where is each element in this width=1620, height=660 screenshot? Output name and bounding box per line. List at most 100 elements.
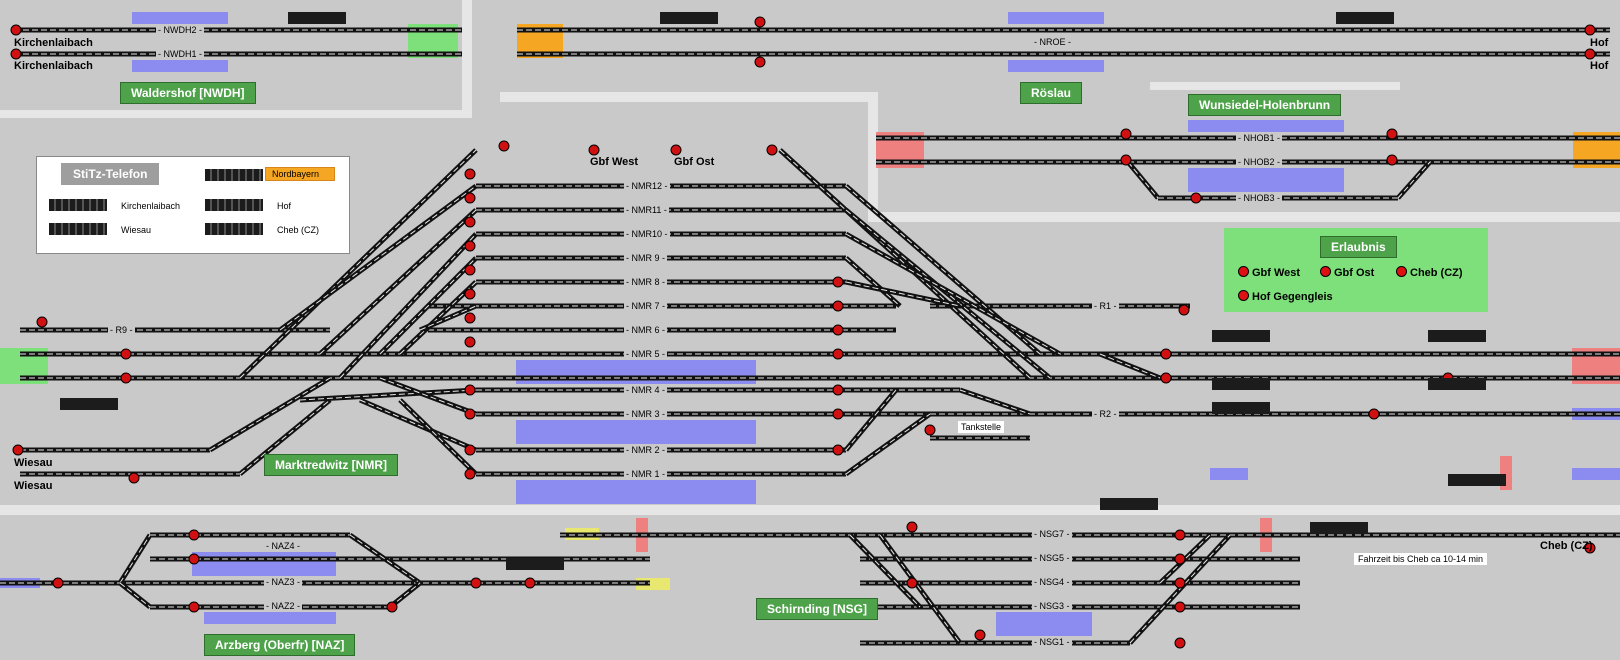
station-label-roeslau[interactable]: Röslau <box>1020 82 1083 104</box>
signal-lamp[interactable] <box>1178 304 1190 316</box>
signal-lamp[interactable] <box>120 348 132 360</box>
signal-lamp[interactable] <box>1386 154 1398 166</box>
track-label-nmr10[interactable]: - NMR10 - <box>624 229 670 239</box>
track-label-nsg4[interactable]: - NSG4 - <box>1032 577 1072 587</box>
phone-button[interactable] <box>1428 330 1486 342</box>
permission-gbf-west[interactable]: Gbf West <box>1238 266 1300 279</box>
track-label-r1[interactable]: - R1 - <box>1092 301 1119 311</box>
signal-lamp[interactable] <box>832 408 844 420</box>
signal-lamp[interactable] <box>188 601 200 613</box>
signal-lamp[interactable] <box>464 264 476 276</box>
track-label-naz2[interactable]: - NAZ2 - <box>264 601 303 611</box>
track-label-nhob1[interactable]: - NHOB1 - <box>1236 133 1283 143</box>
signal-lamp[interactable] <box>464 336 476 348</box>
signal-lamp[interactable] <box>1584 48 1596 60</box>
track-segment[interactable] <box>398 280 478 356</box>
signal-lamp[interactable] <box>1584 542 1596 554</box>
track-label-nsg3[interactable]: - NSG3 - <box>1032 601 1072 611</box>
signal-lamp[interactable] <box>832 384 844 396</box>
signal-lamp[interactable] <box>386 601 398 613</box>
track-segment[interactable] <box>398 398 478 476</box>
track-label-nmr8[interactable]: - NMR 8 - <box>624 277 667 287</box>
signal-lamp[interactable] <box>464 384 476 396</box>
track-label-nmr9[interactable]: - NMR 9 - <box>624 253 667 263</box>
phone-button[interactable] <box>506 558 564 570</box>
permission-gbf-ost[interactable]: Gbf Ost <box>1320 266 1374 279</box>
track-label-nwdh1[interactable]: - NWDH1 - <box>156 49 204 59</box>
signal-lamp[interactable] <box>1174 637 1186 649</box>
phone-button-nordbayern[interactable] <box>205 169 263 181</box>
signal-lamp[interactable] <box>924 424 936 436</box>
phone-button[interactable] <box>288 12 346 24</box>
phone-button[interactable] <box>1310 522 1368 534</box>
phone-button[interactable] <box>1212 378 1270 390</box>
signal-lamp[interactable] <box>1120 154 1132 166</box>
station-label-nwdh[interactable]: Waldershof [NWDH] <box>120 82 256 104</box>
signal-lamp[interactable] <box>974 629 986 641</box>
track-label-nsg5[interactable]: - NSG5 - <box>1032 553 1072 563</box>
signal-lamp[interactable] <box>1160 348 1172 360</box>
permission-hof-gegengleis[interactable]: Hof Gegengleis <box>1238 290 1333 303</box>
phone-button[interactable] <box>60 398 118 410</box>
signal-lamp[interactable] <box>464 216 476 228</box>
track-label-nmr4[interactable]: - NMR 4 - <box>624 385 667 395</box>
track-label-nmr11[interactable]: - NMR11 - <box>624 205 669 215</box>
signal-lamp[interactable] <box>36 316 48 328</box>
phone-button-hof[interactable] <box>205 199 263 211</box>
signal-lamp[interactable] <box>464 288 476 300</box>
signal-lamp[interactable] <box>464 408 476 420</box>
track-label-nmr12[interactable]: - NMR12 - <box>624 181 670 191</box>
phone-button[interactable] <box>1212 330 1270 342</box>
track-label-nroe[interactable]: - NROE - <box>1032 37 1073 47</box>
station-label-nmr[interactable]: Marktredwitz [NMR] <box>264 454 399 476</box>
phone-button[interactable] <box>1448 474 1506 486</box>
signal-lamp[interactable] <box>188 529 200 541</box>
signal-lamp[interactable] <box>1174 577 1186 589</box>
signal-lamp[interactable] <box>12 444 24 456</box>
track-label-nhob3[interactable]: - NHOB3 - <box>1236 193 1283 203</box>
station-label-naz[interactable]: Arzberg (Oberfr) [NAZ] <box>204 634 356 656</box>
signal-lamp[interactable] <box>754 56 766 68</box>
signal-lamp[interactable] <box>670 144 682 156</box>
signal-lamp[interactable] <box>832 276 844 288</box>
signal-lamp[interactable] <box>1174 553 1186 565</box>
signal-lamp[interactable] <box>1368 408 1380 420</box>
signal-lamp[interactable] <box>832 444 844 456</box>
phone-button-kirchenlaibach[interactable] <box>49 199 107 211</box>
signal-lamp[interactable] <box>1174 601 1186 613</box>
signal-lamp[interactable] <box>470 577 482 589</box>
track-label-r2[interactable]: - R2 - <box>1092 409 1119 419</box>
signal-lamp[interactable] <box>906 577 918 589</box>
signal-lamp[interactable] <box>464 312 476 324</box>
signal-lamp[interactable] <box>1190 192 1202 204</box>
signal-lamp[interactable] <box>464 168 476 180</box>
signal-lamp[interactable] <box>906 521 918 533</box>
phone-button[interactable] <box>1428 378 1486 390</box>
phone-button[interactable] <box>1212 402 1270 414</box>
track-label-naz4[interactable]: - NAZ4 - <box>264 541 303 551</box>
signal-lamp[interactable] <box>832 348 844 360</box>
track-label-nhob2[interactable]: - NHOB2 - <box>1236 157 1283 167</box>
signal-lamp[interactable] <box>524 577 536 589</box>
signal-lamp[interactable] <box>128 472 140 484</box>
signal-lamp[interactable] <box>832 324 844 336</box>
signal-lamp[interactable] <box>464 192 476 204</box>
signal-lamp[interactable] <box>464 240 476 252</box>
phone-button-cheb[interactable] <box>205 223 263 235</box>
station-label-nhob[interactable]: Wunsiedel-Holenbrunn <box>1188 94 1342 116</box>
signal-lamp[interactable] <box>1174 529 1186 541</box>
phone-button[interactable] <box>660 12 718 24</box>
track-label-r9[interactable]: - R9 - <box>108 325 135 335</box>
signal-lamp[interactable] <box>832 300 844 312</box>
track-label-nmr7[interactable]: - NMR 7 - <box>624 301 667 311</box>
signal-lamp[interactable] <box>588 144 600 156</box>
signal-lamp[interactable] <box>498 140 510 152</box>
track-label-nmr3[interactable]: - NMR 3 - <box>624 409 667 419</box>
track-label-nsg7[interactable]: - NSG7 - <box>1032 529 1072 539</box>
phone-button[interactable] <box>1336 12 1394 24</box>
signal-lamp[interactable] <box>52 577 64 589</box>
signal-lamp[interactable] <box>1120 128 1132 140</box>
track-label-nwdh2[interactable]: - NWDH2 - <box>156 25 204 35</box>
track-label-nmr2[interactable]: - NMR 2 - <box>624 445 667 455</box>
phone-button[interactable] <box>1100 498 1158 510</box>
